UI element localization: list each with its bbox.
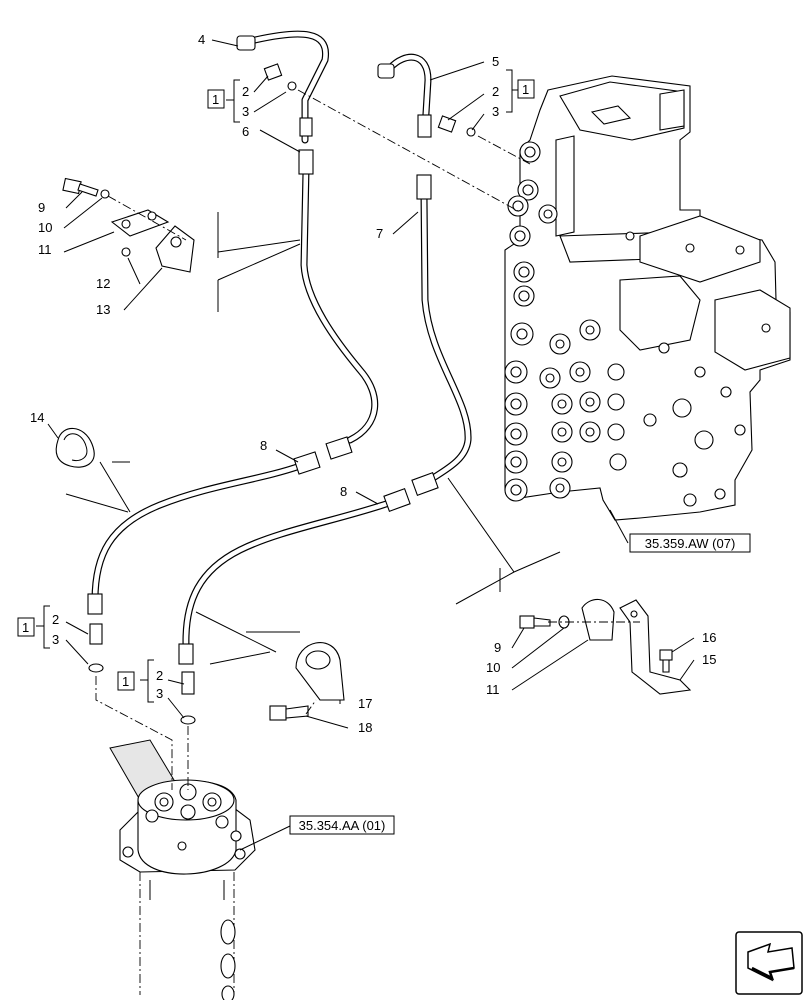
callout-1-c: 1 <box>22 620 29 635</box>
callout-11-a: 11 <box>38 242 52 257</box>
callout-17: 17 <box>358 696 372 711</box>
break-lines <box>65 212 561 665</box>
bolt-18 <box>269 705 309 721</box>
kit-bracket-mid-center <box>117 659 154 703</box>
callout-2-d: 2 <box>156 668 163 683</box>
reference-valve[interactable]: 35.359.AW (07) <box>629 533 751 553</box>
center-lines <box>95 89 640 790</box>
seal-14 <box>55 427 95 468</box>
callout-1-b: 1 <box>522 82 529 97</box>
callout-4: 4 <box>198 32 205 47</box>
callout-15: 15 <box>702 652 716 667</box>
hose-upper-right <box>377 53 432 138</box>
control-valve-assembly <box>504 75 791 521</box>
reference-swivel[interactable]: 35.354.AA (01) <box>289 815 395 835</box>
callout-8-b: 8 <box>340 484 347 499</box>
callout-1-a: 1 <box>212 92 219 107</box>
clamp-11-upper <box>110 209 170 237</box>
callout-9-a: 9 <box>38 200 45 215</box>
callout-5: 5 <box>492 54 499 69</box>
callout-18: 18 <box>358 720 372 735</box>
callout-3-d: 3 <box>156 686 163 701</box>
kit-bracket-top-left <box>207 79 240 123</box>
callout-6: 6 <box>242 124 249 139</box>
callout-12: 12 <box>96 276 110 291</box>
fittings <box>88 63 476 725</box>
callout-16: 16 <box>702 630 716 645</box>
kit-bracket-top-right <box>506 69 535 113</box>
swivel-joint-assembly <box>109 739 256 1000</box>
callout-8-a: 8 <box>260 438 267 453</box>
hose-upper-left <box>236 30 330 144</box>
callout-2-a: 2 <box>242 84 249 99</box>
hose-7 <box>416 174 472 484</box>
clamp-17 <box>295 642 345 701</box>
next-page-arrow-icon[interactable] <box>735 931 803 995</box>
clamp-11-lower <box>581 598 615 641</box>
hose-6 <box>298 149 379 444</box>
bolt-9-upper <box>62 177 110 199</box>
bracket-13 <box>121 225 195 273</box>
bolt-16 <box>659 649 673 673</box>
callout-9-b: 9 <box>494 640 501 655</box>
callout-14: 14 <box>30 410 44 425</box>
bolt-9-lower <box>519 615 570 629</box>
callout-13: 13 <box>96 302 110 317</box>
leader-lines <box>47 39 695 851</box>
callout-11-b: 11 <box>486 682 500 697</box>
callout-2-c: 2 <box>52 612 59 627</box>
callout-1-d: 1 <box>122 674 129 689</box>
callout-7: 7 <box>376 226 383 241</box>
reference-swivel-label: 35.354.AA (01) <box>299 818 386 833</box>
callout-labels: 4 2 3 6 1 5 2 3 1 7 9 10 11 12 13 14 8 8… <box>22 32 716 735</box>
reference-valve-label: 35.359.AW (07) <box>645 536 736 551</box>
callout-10-b: 10 <box>486 660 500 675</box>
callout-3-c: 3 <box>52 632 59 647</box>
kit-bracket-mid-left <box>17 605 50 649</box>
hose-8-left <box>87 436 353 615</box>
callout-2-b: 2 <box>492 84 499 99</box>
callout-10-a: 10 <box>38 220 52 235</box>
hose-8-right <box>178 472 439 665</box>
valve-ports <box>504 141 771 507</box>
bracket-15 <box>619 599 692 695</box>
callout-3-b: 3 <box>492 104 499 119</box>
callout-3-a: 3 <box>242 104 249 119</box>
